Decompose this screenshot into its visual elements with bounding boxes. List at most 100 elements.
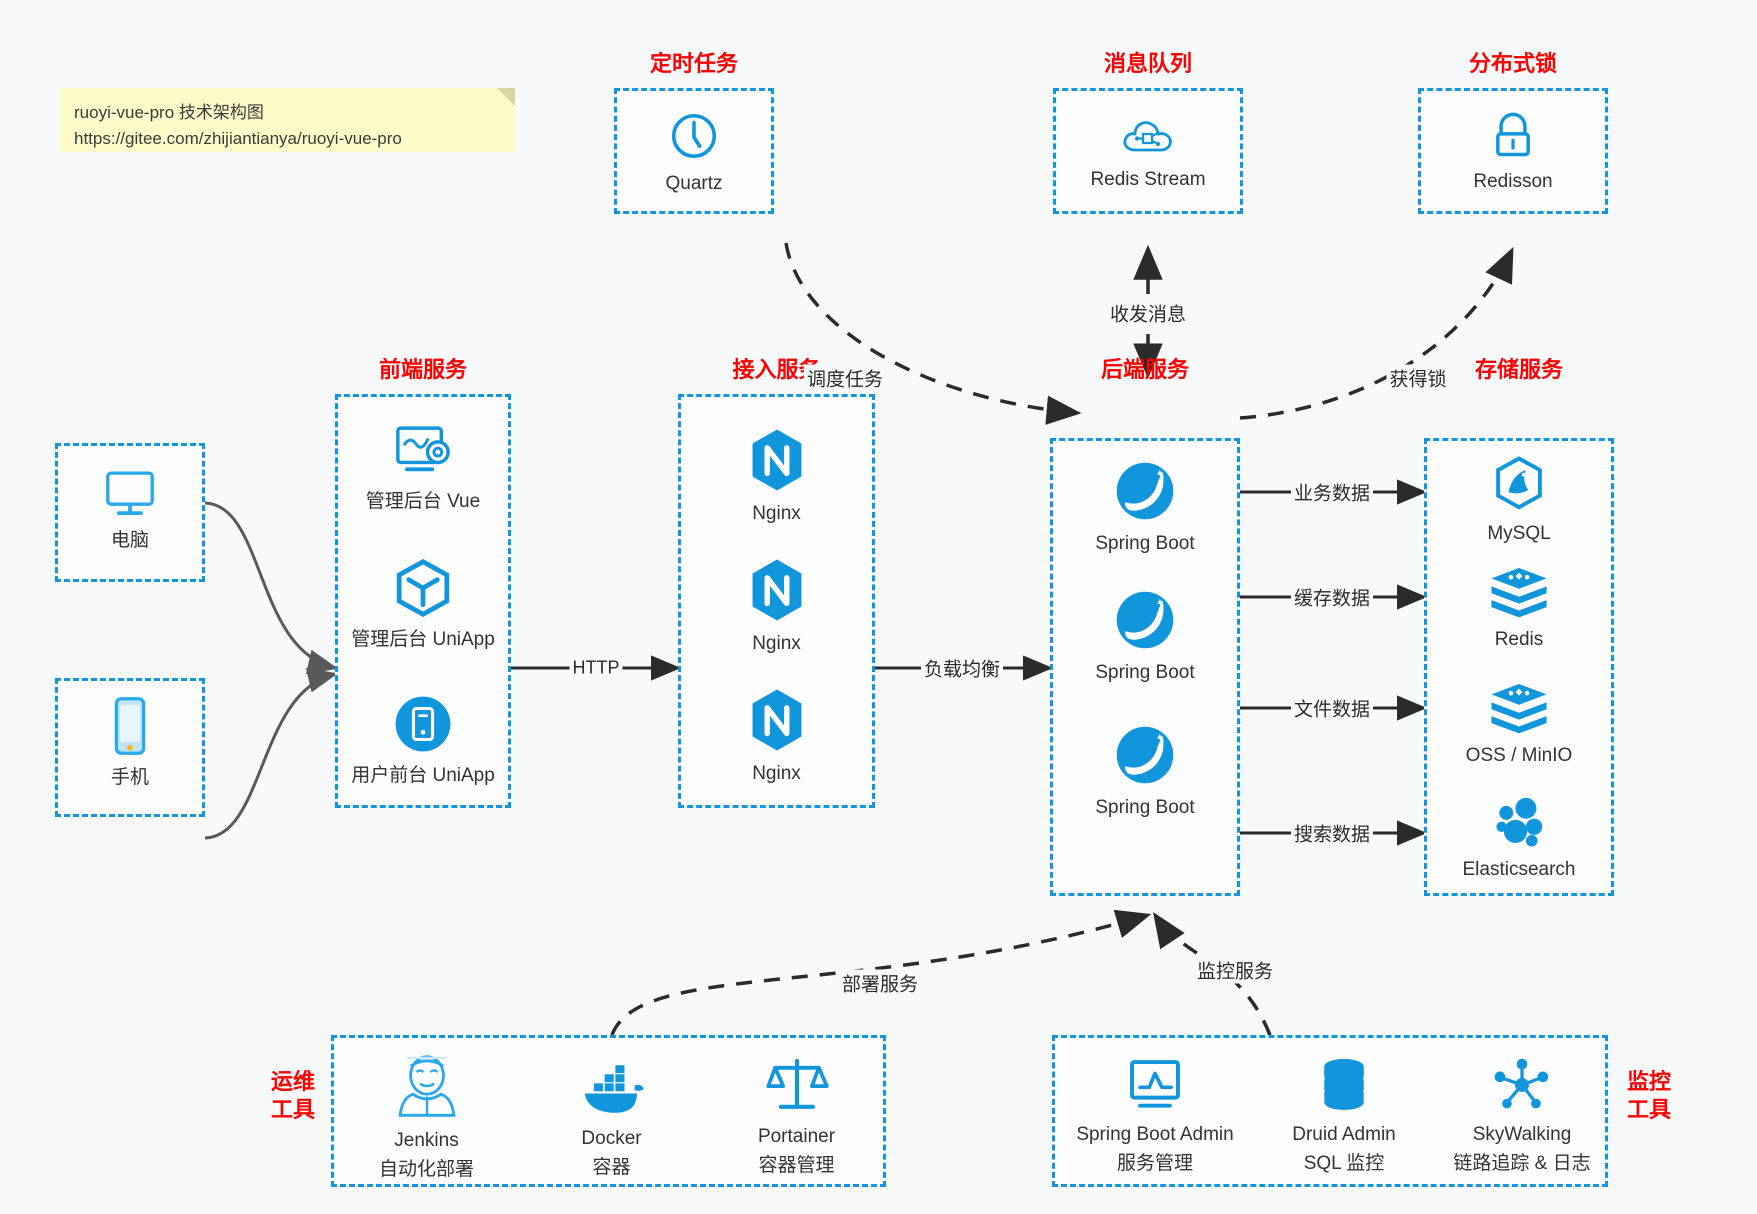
scales-icon	[704, 1054, 889, 1121]
node-redis-stream[interactable]: Redis Stream	[1056, 109, 1240, 193]
group-box-gateway: Nginx Nginx Nginx	[678, 394, 875, 808]
group-title-frontend: 前端服务	[378, 357, 467, 382]
group-box-storage: MySQL Redis	[1424, 438, 1614, 896]
node-portainer[interactable]: Portainer 容器管理	[704, 1054, 889, 1178]
group-title-devops-line2: 工具	[270, 1096, 315, 1122]
node-redisson[interactable]: Redisson	[1421, 109, 1605, 195]
node-mobile[interactable]: 手机	[58, 695, 202, 791]
node-label: 手机	[110, 767, 149, 788]
node-user-uniapp[interactable]: 用户前台 UniApp	[338, 693, 508, 789]
edge-label-deploy-service: 部署服务	[838, 969, 922, 997]
redis-icon	[1427, 563, 1611, 624]
node-spring-boot-1[interactable]: Spring Boot	[1053, 459, 1237, 557]
elasticsearch-icon	[1427, 793, 1611, 854]
wire-acquire-lock	[1239, 246, 1514, 420]
note-url: https://gitee.com/zhijiantianya/ruoyi-vu…	[74, 129, 402, 149]
node-label: Redisson	[1473, 171, 1553, 192]
database-icon	[1255, 1056, 1433, 1119]
diagram-note: ruoyi-vue-pro 技术架构图 https://gitee.com/zh…	[60, 88, 515, 152]
node-nginx-1[interactable]: Nginx	[681, 427, 872, 527]
node-label: 电脑	[110, 530, 149, 551]
edge-label-load-balance: 负载均衡	[920, 654, 1004, 682]
group-title-monitoring-line1: 监控	[1626, 1069, 1671, 1094]
group-title-devops: 运维 工具	[258, 1068, 328, 1123]
node-spring-boot-2[interactable]: Spring Boot	[1053, 588, 1237, 686]
edge-label-cache-data: 缓存数据	[1290, 583, 1374, 611]
node-label: Nginx	[752, 633, 801, 654]
group-box-devops: Jenkins 自动化部署 Docker 容器	[331, 1035, 886, 1187]
lock-icon	[1421, 109, 1605, 166]
spring-boot-icon	[1053, 723, 1237, 792]
node-label: Spring Boot	[1095, 533, 1195, 554]
node-label: SkyWalking	[1472, 1124, 1572, 1145]
node-nginx-2[interactable]: Nginx	[681, 557, 872, 657]
oss-minio-icon	[1427, 679, 1611, 740]
group-box-monitoring: Spring Boot Admin 服务管理 Druid Admin SQL 监…	[1052, 1035, 1608, 1187]
nginx-icon	[681, 427, 872, 498]
node-druid-admin[interactable]: Druid Admin SQL 监控	[1255, 1056, 1433, 1176]
node-label: Elasticsearch	[1462, 859, 1576, 880]
group-title-distributed-lock: 分布式锁	[1468, 51, 1557, 76]
edge-label-business-data: 业务数据	[1290, 478, 1374, 506]
group-box-client-pc: 电脑	[55, 443, 205, 582]
node-label: Nginx	[752, 503, 801, 524]
node-label: Redis Stream	[1090, 169, 1206, 190]
node-label: Spring Boot Admin	[1076, 1124, 1234, 1145]
edge-label-http: HTTP	[569, 657, 623, 679]
edge-label-monitor-service: 监控服务	[1193, 956, 1277, 984]
group-title-message-queue: 消息队列	[1103, 51, 1192, 76]
group-title-devops-line1: 运维	[270, 1069, 315, 1094]
mobile-circle-icon	[338, 693, 508, 760]
node-pc[interactable]: 电脑	[58, 464, 202, 554]
wire-mobile-to-frontend	[204, 667, 338, 840]
docker-icon	[519, 1060, 704, 1123]
node-label: Spring Boot	[1095, 662, 1195, 683]
node-sublabel: SQL 监控	[1303, 1152, 1385, 1174]
edge-label-file-data: 文件数据	[1290, 694, 1374, 722]
node-label: 管理后台 Vue	[365, 491, 481, 512]
node-label: Druid Admin	[1292, 1124, 1396, 1145]
cloud-stream-icon	[1056, 109, 1240, 164]
node-label: Quartz	[665, 173, 723, 194]
group-box-frontend: 管理后台 Vue 管理后台 UniApp 用户前台 UniApp	[335, 394, 511, 808]
node-label: 管理后台 UniApp	[351, 629, 495, 650]
node-mysql[interactable]: MySQL	[1427, 455, 1611, 547]
node-skywalking[interactable]: SkyWalking 链路追踪 & 日志	[1433, 1056, 1611, 1176]
node-nginx-3[interactable]: Nginx	[681, 687, 872, 787]
node-label: 用户前台 UniApp	[351, 765, 495, 786]
node-label: MySQL	[1487, 523, 1551, 544]
node-label: Docker	[581, 1128, 642, 1149]
node-label: Spring Boot	[1095, 797, 1195, 818]
node-sublabel: 服务管理	[1116, 1152, 1193, 1174]
dashboard-gear-icon	[338, 421, 508, 486]
node-admin-vue[interactable]: 管理后台 Vue	[338, 421, 508, 515]
group-box-message-queue: Redis Stream	[1053, 88, 1243, 214]
node-elasticsearch[interactable]: Elasticsearch	[1427, 793, 1611, 883]
clock-icon	[617, 109, 771, 168]
phone-icon	[58, 695, 202, 762]
node-label: Jenkins	[394, 1130, 459, 1151]
node-spring-boot-admin[interactable]: Spring Boot Admin 服务管理	[1055, 1056, 1255, 1176]
node-docker[interactable]: Docker 容器	[519, 1060, 704, 1180]
edge-label-search-data: 搜索数据	[1290, 819, 1374, 847]
edge-label-send-recv-message: 收发消息	[1106, 299, 1190, 327]
node-sublabel: 链路追踪 & 日志	[1453, 1152, 1591, 1174]
desktop-icon	[58, 464, 202, 525]
group-title-scheduled-task: 定时任务	[649, 51, 738, 76]
node-spring-boot-3[interactable]: Spring Boot	[1053, 723, 1237, 821]
node-sublabel: 自动化部署	[378, 1158, 474, 1180]
node-sublabel: 容器	[592, 1156, 631, 1178]
group-title-storage: 存储服务	[1474, 357, 1563, 382]
group-box-backend: Spring Boot Spring Boot Spring Boot	[1050, 438, 1240, 896]
node-admin-uniapp[interactable]: 管理后台 UniApp	[338, 557, 508, 653]
cube-icon	[338, 557, 508, 624]
node-quartz[interactable]: Quartz	[617, 109, 771, 197]
node-redis[interactable]: Redis	[1427, 563, 1611, 653]
spring-boot-icon	[1053, 588, 1237, 657]
note-fold-corner	[497, 88, 515, 106]
group-title-monitoring: 监控 工具	[1614, 1068, 1684, 1123]
node-jenkins[interactable]: Jenkins 自动化部署	[334, 1052, 519, 1182]
node-oss-minio[interactable]: OSS / MinIO	[1427, 679, 1611, 769]
nginx-icon	[681, 687, 872, 758]
